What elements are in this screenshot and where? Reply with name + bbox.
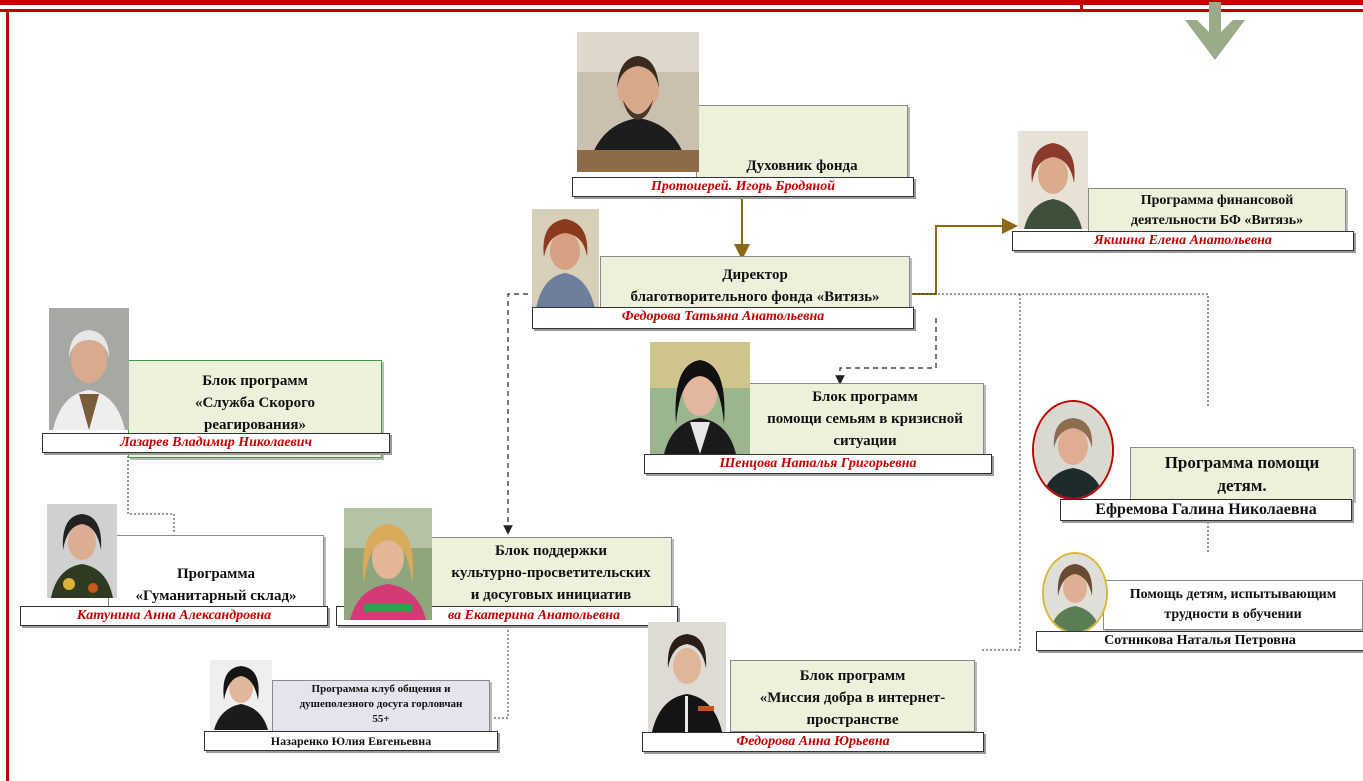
down-arrow-icon [1185, 2, 1245, 60]
finance-title-line2: деятельности БФ «Витязь» [1130, 213, 1304, 228]
finance-photo [1018, 131, 1088, 229]
warehouse-photo [47, 504, 117, 598]
emergency-person-bar: Лазарев Владимир Николаевич [42, 433, 390, 453]
warehouse-title-line2: «Гуманитарный склад» [135, 588, 297, 604]
spiritual-person-bar: Протоиерей. Игорь Бродяной [572, 177, 914, 197]
warehouse-person: Катунина Анна Александровна [76, 608, 272, 623]
connector-director-finance [910, 218, 1018, 295]
internet-title-line2: «Миссия добра в интернет- [759, 690, 946, 706]
emergency-person: Лазарев Владимир Николаевич [120, 435, 312, 450]
learning-title-line2: трудности в обучении [1164, 607, 1302, 622]
families-person: Шенцова Наталья Григорьевна [719, 456, 917, 471]
finance-title-line1: Программа финансовой [1140, 193, 1294, 208]
spiritual-advisor-box: Духовник фонда [696, 105, 908, 183]
connector-culture-club [490, 630, 509, 719]
club-photo [210, 660, 272, 730]
culture-title-line2: культурно-просветительских [451, 565, 651, 581]
warehouse-box: Программа «Гуманитарный склад» [108, 535, 324, 607]
children-person-bar: Ефремова Галина Николаевна [1060, 499, 1352, 521]
director-photo [532, 209, 599, 309]
learning-person-bar: Сотникова Наталья Петровна [1036, 631, 1363, 651]
learning-title-line1: Помощь детям, испытывающим [1129, 587, 1337, 602]
spiritual-photo [577, 32, 699, 172]
emergency-title-line3: реагирования» [204, 417, 306, 433]
learning-person: Сотникова Наталья Петровна [1104, 633, 1296, 648]
finance-person: Якшина Елена Анатольевна [1094, 233, 1272, 248]
families-title-line3: ситуации [833, 433, 897, 449]
children-person: Ефремова Галина Николаевна [1095, 501, 1317, 518]
frame-left-border [6, 9, 9, 781]
internet-person-bar: Федорова Анна Юрьевна [642, 732, 984, 752]
finance-box: Программа финансовой деятельности БФ «Ви… [1088, 188, 1346, 232]
internet-title-line3: пространстве [806, 712, 899, 728]
families-title-line2: помощи семьям в кризисной [767, 411, 963, 427]
finance-person-bar: Якшина Елена Анатольевна [1012, 231, 1354, 251]
learning-box: Помощь детям, испытывающим трудности в о… [1103, 580, 1363, 630]
culture-title-line1: Блок поддержки [494, 543, 608, 559]
families-photo [650, 342, 750, 454]
internet-person: Федорова Анна Юрьевна [736, 734, 890, 749]
frame-notch [1080, 0, 1083, 12]
emergency-title-line2: «Служба Скорого [194, 395, 316, 411]
spiritual-person: Протоиерей. Игорь Бродяной [651, 179, 835, 194]
connector-director-culture [503, 293, 528, 535]
internet-photo [648, 622, 726, 732]
children-box: Программа помощи детям. [1130, 447, 1354, 501]
children-title-line2: детям. [1217, 476, 1267, 495]
frame-top-border-inner [0, 9, 1363, 12]
director-title-line1: Директор [722, 267, 788, 283]
families-title-line1: Блок программ [812, 389, 918, 405]
culture-person: ва Екатерина Анатольевна [447, 608, 620, 623]
families-person-bar: Шенцова Наталья Григорьевна [644, 454, 992, 474]
club-title-line1: Программа клуб общения и [311, 683, 451, 695]
warehouse-person-bar: Катунина Анна Александровна [20, 606, 328, 626]
emergency-photo [49, 308, 129, 430]
club-person-bar: Назаренко Юлия Евгеньевна [204, 731, 498, 751]
frame-top-border [0, 0, 1363, 5]
director-person: Федорова Татьяна Анатольевна [621, 309, 825, 324]
warehouse-title-line1: Программа [177, 566, 255, 582]
club-person: Назаренко Юлия Евгеньевна [270, 734, 432, 748]
club-box: Программа клуб общения и душеполезного д… [272, 680, 490, 732]
culture-title-line3: и досуговых инициатив [470, 587, 632, 603]
emergency-title-line1: Блок программ [202, 373, 308, 389]
internet-box: Блок программ «Миссия добра в интернет- … [730, 660, 975, 732]
culture-photo [344, 508, 432, 620]
club-title-line3: 55+ [372, 713, 390, 725]
connector-director-children [910, 293, 1209, 406]
culture-box: Блок поддержки культурно-просветительски… [430, 537, 672, 609]
spiritual-title: Духовник фонда [746, 158, 858, 174]
director-title-line2: благотворительного фонда «Витязь» [630, 289, 880, 305]
club-title-line2: душеполезного досуга горловчан [299, 698, 463, 710]
connector-internet [982, 294, 1021, 651]
internet-title-line1: Блок программ [799, 668, 906, 684]
children-title-line1: Программа помощи [1164, 453, 1320, 472]
connector-emergency-warehouse [127, 456, 175, 534]
director-person-bar: Федорова Татьяна Анатольевна [532, 307, 914, 329]
children-photo [1032, 400, 1114, 500]
director-box: Директор благотворительного фонда «Витяз… [600, 256, 910, 314]
families-box: Блок программ помощи семьям в кризисной … [746, 383, 984, 455]
learning-photo [1042, 552, 1108, 634]
